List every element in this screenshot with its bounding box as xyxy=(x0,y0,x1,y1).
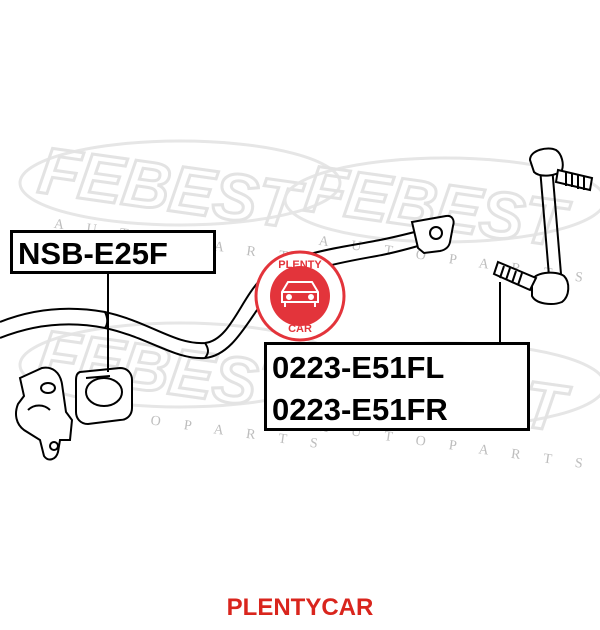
link-part-label: 0223-E51FL 0223-E51FR xyxy=(264,342,530,431)
plentycar-logo: PLENTY CAR xyxy=(254,250,346,342)
car-icon xyxy=(281,281,319,307)
bushing-part-label: NSB-E25F xyxy=(10,230,216,274)
logo-bottom-text: CAR xyxy=(288,323,312,335)
bushing-part-number: NSB-E25F xyxy=(18,236,168,271)
bar-end-bracket xyxy=(410,214,455,255)
link-part-number-right: 0223-E51FR xyxy=(272,392,448,427)
logo-top-text: PLENTY xyxy=(278,259,322,271)
stabilizer-link xyxy=(492,147,594,305)
bushing-clamp-bracket xyxy=(15,366,74,461)
leader-lines xyxy=(107,272,501,372)
footer-brand: PLENTYCAR xyxy=(226,594,374,621)
link-part-number-left: 0223-E51FL xyxy=(272,350,445,385)
stabilizer-bushing xyxy=(75,366,133,426)
